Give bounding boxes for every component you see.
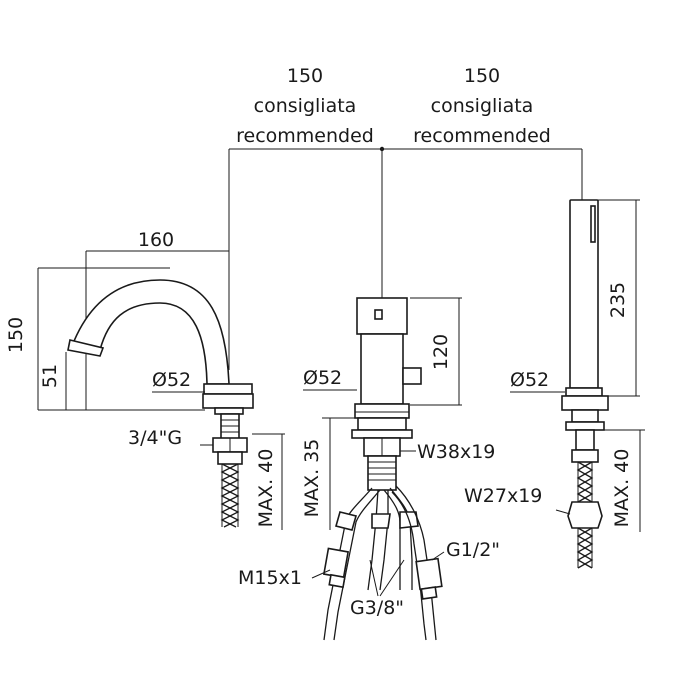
- shower-max-depth-label: MAX. 40: [611, 449, 633, 528]
- shower-base-ring: [565, 387, 603, 397]
- spout-outlet-height-label: 51: [39, 364, 61, 388]
- spout-diameter-label: Ø52: [152, 369, 191, 391]
- spacing-right-value: 150: [464, 65, 500, 87]
- spout-base-ring: [203, 383, 253, 395]
- shower-height-label: 235: [607, 282, 629, 318]
- mixer-inlet-middle-label: G3/8": [350, 597, 404, 619]
- mixer-lever: [402, 367, 422, 385]
- spacing-right-recommended: recommended: [413, 125, 551, 147]
- mixer-body: [360, 333, 404, 405]
- spout-arc: [70, 279, 230, 385]
- mixer-assembly: 120 Ø52 MAX. 35 W38x19: [238, 297, 500, 641]
- mixer-inlet-left-fitting: [322, 547, 350, 579]
- spout-hose: [217, 451, 243, 528]
- spacing-dimension-right: 150 consigliata recommended: [413, 65, 551, 147]
- spout-outlet: [67, 339, 105, 357]
- shower-diameter-label: Ø52: [510, 369, 549, 391]
- mixer-diameter-label: Ø52: [303, 367, 342, 389]
- shower-assembly: 235 Ø52 W27x19 MAX. 40: [464, 199, 645, 569]
- spacing-right-consigliata: consigliata: [431, 95, 534, 117]
- spout-max-depth-label: MAX. 40: [255, 449, 277, 528]
- shower-nut: [571, 449, 599, 463]
- spout-thread-label: 3/4"G: [128, 427, 182, 449]
- spout-base: [202, 393, 254, 409]
- shower-nut-label: W27x19: [464, 485, 542, 507]
- spacing-left-value: 150: [287, 65, 323, 87]
- mixer-inlet-right-fitting: [415, 557, 443, 591]
- spacing-left-recommended: recommended: [236, 125, 374, 147]
- mixer-base: [354, 403, 410, 419]
- mixer-max-depth-label: MAX. 35: [301, 439, 323, 518]
- spacing-dimension-lines: [228, 146, 583, 370]
- shower-base: [561, 395, 609, 411]
- mixer-nut-label: W38x19: [417, 441, 495, 463]
- mixer-inlet-right-label: G1/2": [446, 539, 500, 561]
- spacing-left-consigliata: consigliata: [254, 95, 357, 117]
- spout-width-label: 160: [138, 229, 174, 251]
- shower-hose: [567, 461, 603, 569]
- mixer-height-label: 120: [430, 334, 452, 370]
- spacing-dimension-left: 150 consigliata recommended: [236, 65, 374, 147]
- mixer-inlet-left-label: M15x1: [238, 567, 302, 589]
- spout-height-label: 150: [5, 317, 27, 353]
- spout-assembly: 160 150 51 Ø52 3/4"G: [5, 229, 285, 530]
